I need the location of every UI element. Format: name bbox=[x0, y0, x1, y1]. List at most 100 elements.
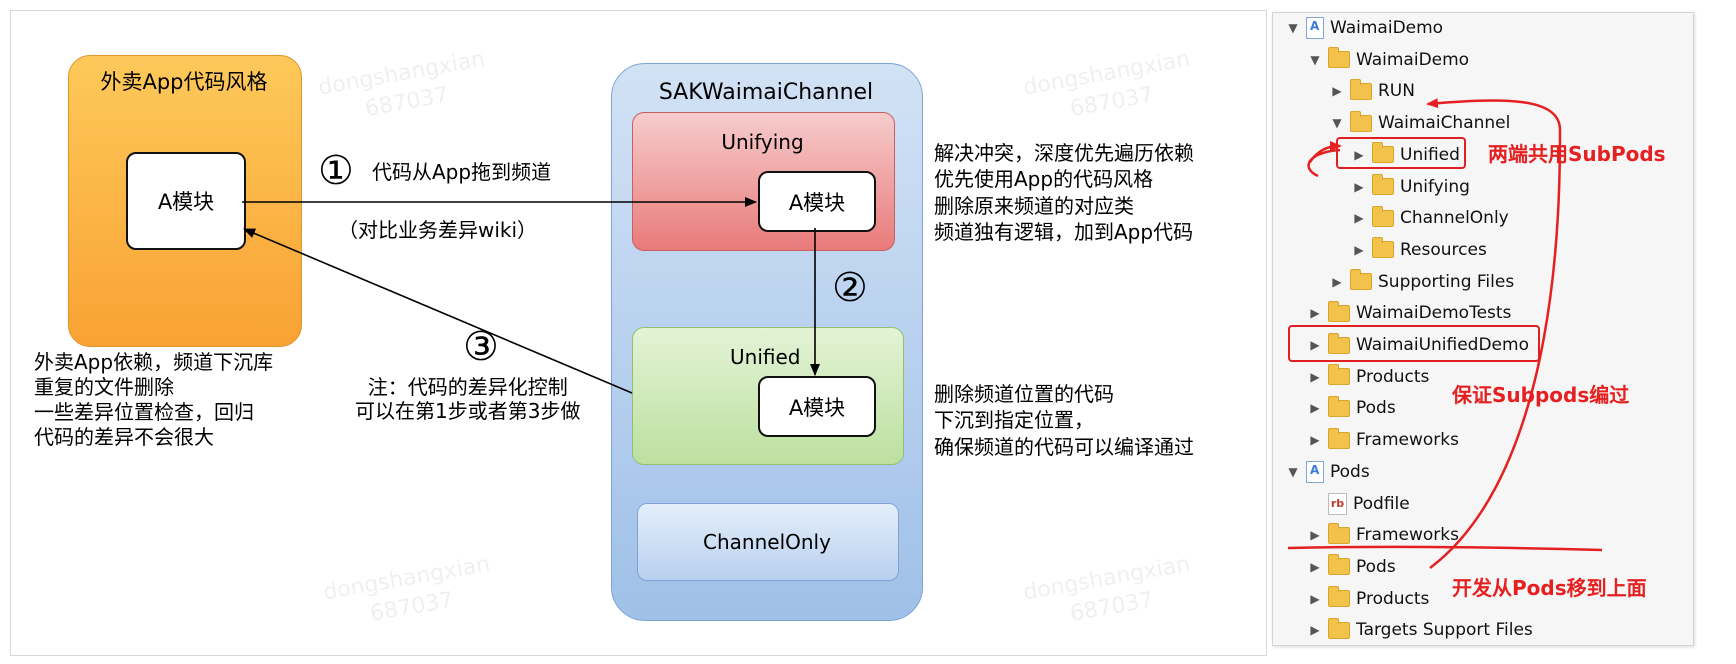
folder-icon bbox=[1372, 205, 1394, 227]
unified-a-module: A模块 bbox=[758, 376, 876, 437]
disclosure-expanded-icon[interactable]: ▼ bbox=[1332, 116, 1342, 131]
tree-item[interactable]: ▶ Frameworks bbox=[1308, 522, 1459, 548]
annotation-arrows bbox=[1287, 98, 1603, 569]
annotation-compile-subpods: 保证Subpods编过 bbox=[1452, 383, 1630, 407]
ruby-file-icon: rb bbox=[1328, 492, 1347, 515]
tree-item-label: Unifying bbox=[1400, 176, 1470, 197]
folder-icon bbox=[1328, 586, 1350, 608]
folder-icon bbox=[1372, 174, 1394, 195]
tree-item[interactable]: ▶ Supporting Files bbox=[1330, 269, 1514, 295]
tree-item[interactable]: ▼WaimaiDemo bbox=[1286, 15, 1443, 41]
tree-item-label: Unified bbox=[1400, 144, 1460, 165]
tree-item-label: WaimaiUnifiedDemo bbox=[1356, 335, 1529, 355]
app-zone-title: 外卖App代码风格 bbox=[100, 70, 268, 94]
channel-zone-title: SAKWaimaiChannel bbox=[658, 80, 874, 105]
tree-item[interactable]: ▶ Products bbox=[1308, 586, 1429, 612]
tree-item-label: Targets Support Files bbox=[1356, 620, 1533, 641]
disclosure-collapsed-icon[interactable]: ▶ bbox=[1354, 242, 1364, 257]
flow-arrows bbox=[242, 197, 820, 394]
unified-highlight-box bbox=[1336, 137, 1466, 169]
tree-item[interactable]: ▶ Pods bbox=[1308, 395, 1396, 421]
disclosure-collapsed-icon[interactable]: ▶ bbox=[1310, 559, 1320, 574]
tree-item[interactable]: ▶ Pods bbox=[1308, 554, 1396, 580]
disclosure-collapsed-icon[interactable]: ▶ bbox=[1354, 179, 1364, 194]
tree-item-label: WaimaiDemo bbox=[1356, 49, 1470, 70]
channel-only-zone bbox=[637, 503, 899, 581]
tree-item[interactable]: ▶ Products bbox=[1308, 364, 1429, 390]
xcode-project-icon bbox=[1306, 17, 1324, 39]
disclosure-collapsed-icon[interactable]: ▶ bbox=[1310, 338, 1320, 352]
step1-marker: ① bbox=[318, 148, 354, 194]
folder-icon bbox=[1328, 47, 1350, 69]
tree-item[interactable]: rb Podfile bbox=[1308, 491, 1410, 517]
folder-icon bbox=[1328, 554, 1350, 576]
tree-item[interactable]: ▶ Frameworks bbox=[1308, 427, 1459, 453]
tree-item-label: Pods bbox=[1356, 556, 1396, 577]
tree-item-label: RUN bbox=[1378, 81, 1415, 102]
tree-item[interactable]: ▶ Unified bbox=[1352, 142, 1460, 168]
tree-item-label: Products bbox=[1356, 588, 1430, 609]
tree-item-label: Pods bbox=[1356, 398, 1396, 419]
tree-item[interactable]: ▼ WaimaiDemo bbox=[1308, 47, 1469, 73]
tree-item-label: Products bbox=[1356, 366, 1430, 387]
disclosure-collapsed-icon[interactable]: ▶ bbox=[1310, 528, 1320, 543]
tree-item-label: WaimaiDemoTests bbox=[1356, 303, 1512, 324]
step1-sub-label: （对比业务差异wiki） bbox=[338, 218, 538, 242]
tree-item[interactable]: ▶ Unifying bbox=[1352, 174, 1470, 200]
step2-marker: ② bbox=[832, 265, 868, 311]
folder-icon bbox=[1328, 332, 1350, 354]
disclosure-collapsed-icon[interactable]: ▶ bbox=[1310, 401, 1320, 416]
app-description: 外卖App依赖，频道下沉库 重复的文件删除 一些差异位置检查，回归 代码的差异不… bbox=[34, 350, 274, 449]
disclosure-collapsed-icon[interactable]: ▶ bbox=[1310, 623, 1320, 638]
tree-item-label: Resources bbox=[1400, 239, 1487, 260]
disclosure-collapsed-icon[interactable]: ▶ bbox=[1310, 369, 1320, 384]
tree-item[interactable]: ▶ WaimaiUnifiedDemo bbox=[1308, 332, 1529, 358]
disclosure-expanded-icon[interactable]: ▼ bbox=[1288, 464, 1298, 479]
folder-icon bbox=[1328, 300, 1350, 322]
tree-item-label: Podfile bbox=[1353, 493, 1410, 514]
folder-icon bbox=[1350, 269, 1372, 291]
folder-icon bbox=[1328, 427, 1350, 449]
tree-item[interactable]: ▶ChannelOnly bbox=[1352, 205, 1509, 231]
tree-item[interactable]: ▶ RUN bbox=[1330, 78, 1415, 104]
tree-item[interactable]: ▶ WaimaiDemoTests bbox=[1308, 300, 1511, 326]
app-a-module: A模块 bbox=[126, 152, 246, 250]
folder-icon bbox=[1372, 142, 1394, 164]
disclosure-collapsed-icon[interactable]: ▶ bbox=[1354, 211, 1364, 226]
disclosure-collapsed-icon[interactable]: ▶ bbox=[1310, 433, 1320, 448]
unified-title: Unified bbox=[730, 345, 801, 369]
unifying-description: 解决冲突，深度优先遍历依赖 优先使用App的代码风格 删除原来频道的对应类 频道… bbox=[934, 141, 1194, 245]
tree-item[interactable]: ▶ Resources bbox=[1352, 237, 1487, 263]
disclosure-expanded-icon[interactable]: ▼ bbox=[1310, 52, 1320, 67]
disclosure-collapsed-icon[interactable]: ▶ bbox=[1332, 274, 1342, 289]
shared-arrow bbox=[1307, 148, 1341, 178]
folder-icon bbox=[1350, 78, 1372, 100]
disclosure-collapsed-icon[interactable]: ▶ bbox=[1310, 591, 1320, 606]
disclosure-collapsed-icon[interactable]: ▶ bbox=[1332, 84, 1342, 99]
tree-item-label: Frameworks bbox=[1356, 525, 1459, 546]
folder-icon bbox=[1350, 110, 1372, 132]
disclosure-collapsed-icon[interactable]: ▶ bbox=[1354, 147, 1364, 162]
channel-only-title: ChannelOnly bbox=[703, 530, 831, 554]
disclosure-expanded-icon[interactable]: ▼ bbox=[1288, 21, 1298, 35]
step1-label: 代码从App拖到频道 bbox=[372, 160, 552, 184]
tree-item[interactable]: ▼ WaimaiChannel bbox=[1330, 110, 1510, 136]
unified-demo-highlight-box bbox=[1288, 325, 1540, 362]
step3-marker: ③ bbox=[463, 324, 499, 370]
unifying-title: Unifying bbox=[721, 130, 804, 154]
tree-item-label: WaimaiChannel bbox=[1378, 113, 1511, 134]
folder-icon bbox=[1328, 522, 1350, 544]
step3-arrow bbox=[243, 228, 633, 394]
tree-item-label: Supporting Files bbox=[1378, 271, 1515, 292]
tree-item[interactable]: ▶ Targets Support Files bbox=[1308, 617, 1533, 643]
annotation-shared-subpods: 两端共用SubPods bbox=[1488, 142, 1666, 166]
tree-item-label: Frameworks bbox=[1356, 430, 1459, 451]
unified-description: 删除频道位置的代码 下沉到指定位置， 确保频道的代码可以编译通过 bbox=[934, 382, 1194, 459]
note-text: 注：代码的差异化控制 可以在第1步或者第3步做 bbox=[355, 375, 581, 423]
disclosure-collapsed-icon[interactable]: ▶ bbox=[1310, 306, 1320, 321]
xcode-project-icon bbox=[1306, 460, 1324, 483]
folder-icon bbox=[1328, 395, 1350, 417]
tree-item[interactable]: ▼Pods bbox=[1286, 459, 1370, 485]
folder-icon bbox=[1328, 617, 1350, 639]
frameworks-underline bbox=[1287, 545, 1603, 552]
